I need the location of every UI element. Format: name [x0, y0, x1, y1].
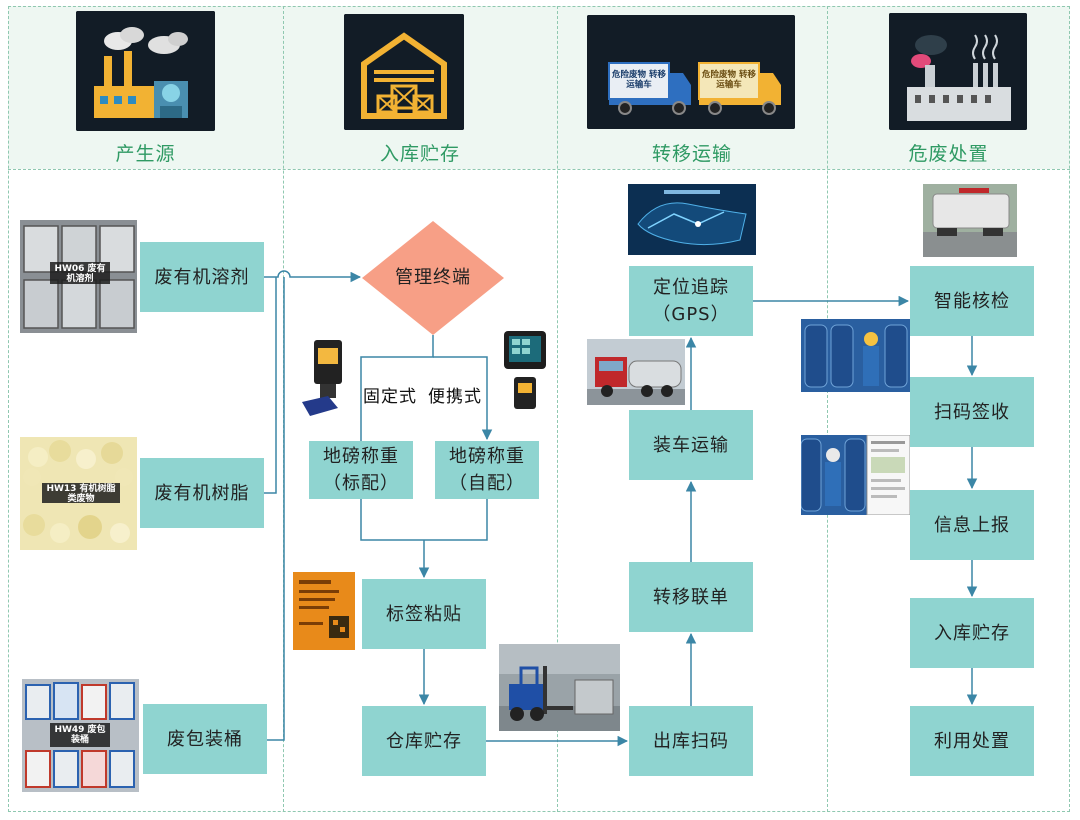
scan-receipt: 扫码签收: [910, 377, 1034, 447]
disposal-plant-icon: [889, 13, 1027, 130]
column-divider: [827, 6, 828, 812]
scale-weighing-standard: 地磅称重 （标配）: [309, 441, 413, 499]
worker-scan-photo: [801, 435, 910, 515]
smart-inspection: 智能核检: [910, 266, 1034, 336]
information-report: 信息上报: [910, 490, 1034, 560]
stage-title-source: 产生源: [115, 143, 176, 165]
fixed-type-label: 固定式: [363, 387, 417, 407]
hazard-label-photo: [293, 572, 355, 650]
transfer-manifest: 转移联单: [629, 562, 753, 632]
management-terminal-diamond: [362, 221, 504, 335]
portable-type-label: 便携式: [428, 387, 482, 407]
stage-title-transport: 转移运输: [651, 143, 732, 165]
management-terminal-label: 管理终端: [395, 267, 471, 288]
outbound-scan: 出库扫码: [629, 706, 753, 776]
disposal-warehouse-storage: 入库贮存: [910, 598, 1034, 668]
tanker-truck-photo: [587, 339, 685, 405]
warehouse-icon: [344, 14, 464, 130]
packaging-buckets-photo: HW49 废包装桶: [22, 679, 139, 792]
warehouse-storage: 仓库贮存: [362, 706, 486, 776]
waste-code-tag: HW13 有机树脂类废物: [46, 484, 116, 504]
truck-icon: 危险废物 转移运输车 危险废物 转移运输车: [587, 15, 795, 129]
scale-weighing-custom: 地磅称重 （自配）: [435, 441, 539, 499]
source-packaging-bucket: 废包装桶: [143, 704, 267, 774]
factory-icon: [76, 11, 215, 131]
forklift-photo: [499, 644, 620, 731]
header-divider: [8, 169, 1070, 170]
fixed-terminal-photo: [298, 336, 350, 418]
stage-title-storage: 入库贮存: [379, 143, 460, 165]
stage-title-disposal: 危废处置: [908, 143, 989, 165]
gps-map-photo: [628, 184, 756, 255]
gps-tracking: 定位追踪 （GPS）: [629, 266, 753, 336]
resin-pellets-photo: HW13 有机树脂类废物: [20, 437, 137, 550]
loading-transport: 装车运输: [629, 410, 753, 480]
source-organic-resin: 废有机树脂: [140, 458, 264, 528]
diagram-frame: [8, 6, 1070, 812]
column-divider: [283, 6, 284, 812]
waste-code-tag: HW06 废有机溶剂: [54, 264, 106, 284]
portable-terminal-photo: [502, 329, 548, 413]
label-attaching: 标签粘贴: [362, 579, 486, 649]
truck-sign: 危险废物 转移运输车: [702, 70, 756, 90]
column-divider: [557, 6, 558, 812]
utilization-disposal: 利用处置: [910, 706, 1034, 776]
truck-sign: 危险废物 转移运输车: [612, 70, 666, 90]
waste-code-tag: HW49 废包装桶: [54, 725, 106, 745]
inspection-site-photo: [923, 184, 1017, 257]
worker-inspection-photo: [801, 319, 910, 392]
solvent-drums-photo: HW06 废有机溶剂: [20, 220, 137, 333]
source-organic-solvent: 废有机溶剂: [140, 242, 264, 312]
